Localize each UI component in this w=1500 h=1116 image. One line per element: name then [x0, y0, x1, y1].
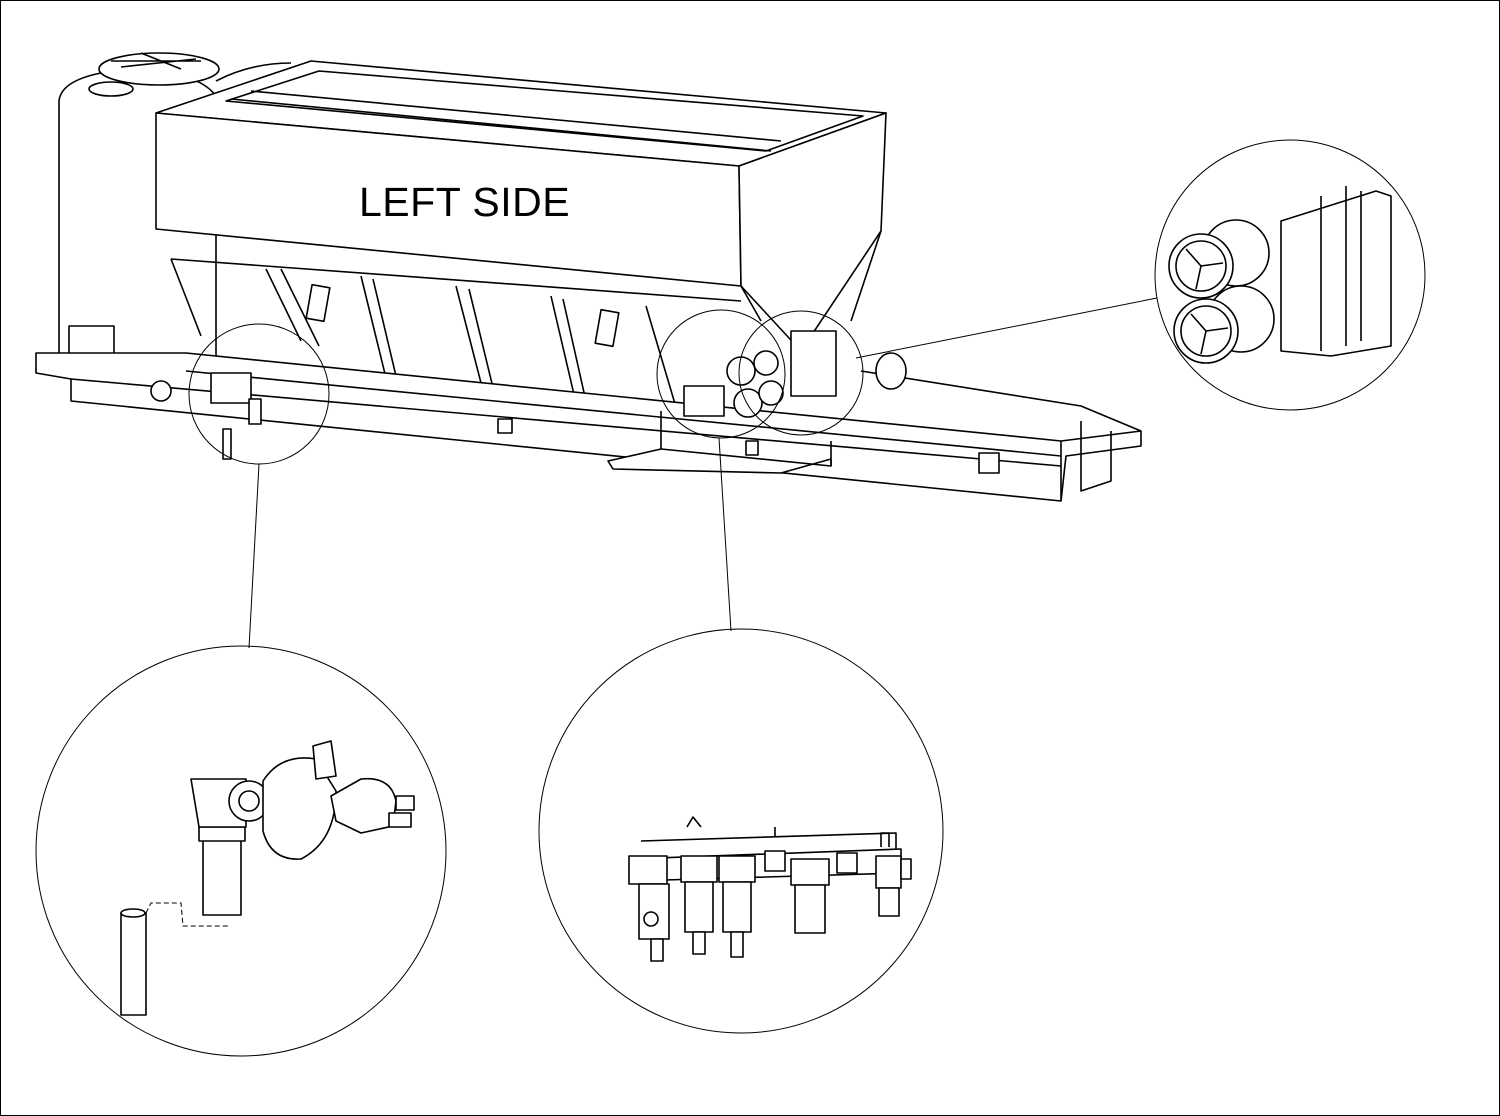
detail-circle-handwheels [738, 310, 864, 436]
view-label: LEFT SIDE [359, 179, 571, 225]
small-assemblies [210, 330, 837, 460]
detail-view-manifold [538, 628, 944, 1034]
chassis-frame [35, 352, 1142, 502]
leader-line-manifold [718, 437, 732, 632]
detail-view-pump [35, 645, 447, 1057]
detail-view-handwheels [1154, 139, 1426, 411]
hopper [155, 60, 887, 447]
leader-line-pump [248, 463, 260, 649]
detail-circle-manifold [656, 309, 786, 439]
leader-line-handwheels [855, 297, 1158, 359]
